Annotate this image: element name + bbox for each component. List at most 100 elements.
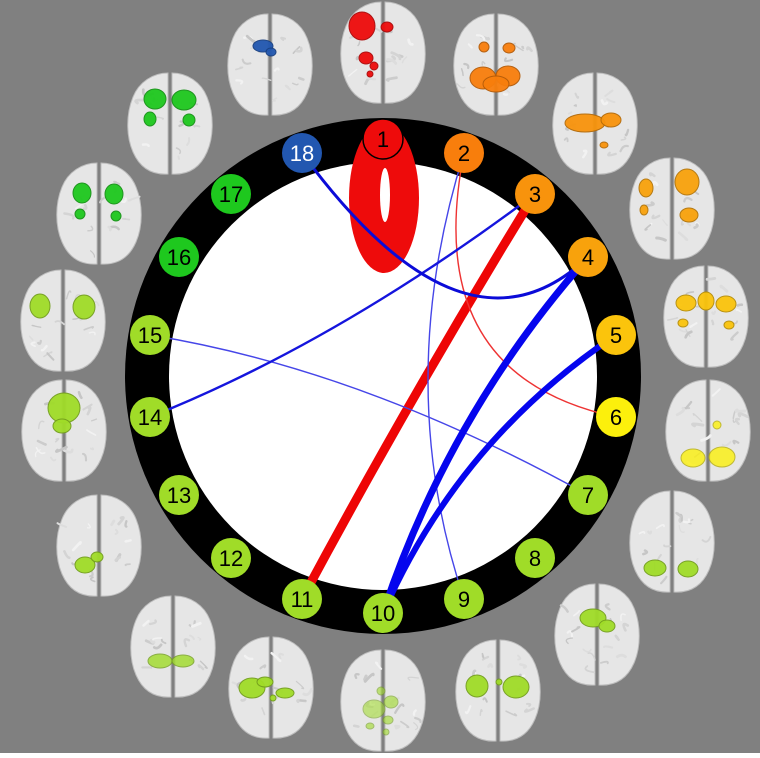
- activation-blob: [676, 295, 696, 311]
- gyrus-line: [664, 545, 670, 546]
- activation-blob: [183, 114, 195, 126]
- activation-blob: [367, 71, 373, 77]
- activation-blob: [48, 393, 80, 423]
- activation-blob: [73, 183, 91, 203]
- node-label-11: 11: [291, 587, 314, 612]
- gyrus-line: [693, 424, 703, 426]
- gyrus-line: [707, 278, 715, 279]
- node-9: 9: [444, 579, 484, 619]
- activation-blob: [479, 42, 489, 52]
- gyrus-line: [178, 157, 179, 159]
- activation-blob: [600, 142, 608, 148]
- gyrus-line: [482, 654, 483, 658]
- node-label-6: 6: [610, 405, 622, 430]
- activation-blob: [377, 687, 385, 695]
- activation-blob: [384, 696, 398, 708]
- node-8: 8: [515, 538, 555, 578]
- activation-blob: [105, 184, 123, 204]
- activation-blob: [363, 700, 385, 718]
- activation-blob: [172, 90, 196, 110]
- activation-blob: [381, 22, 393, 32]
- node-14: 14: [130, 397, 170, 437]
- activation-blob: [276, 688, 294, 698]
- activation-blob: [466, 675, 488, 697]
- activation-blob: [266, 48, 276, 56]
- gyrus-line: [648, 532, 651, 534]
- node-label-17: 17: [219, 182, 243, 207]
- activation-blob: [675, 169, 699, 195]
- node-label-1: 1: [377, 127, 389, 152]
- node-label-9: 9: [458, 587, 470, 612]
- activation-blob: [91, 552, 103, 562]
- activation-blob: [639, 179, 653, 197]
- gyrus-line: [522, 676, 524, 677]
- activation-blob: [53, 419, 71, 433]
- activation-blob: [680, 208, 698, 222]
- gyrus-line: [736, 410, 745, 411]
- activation-blob: [148, 654, 172, 668]
- gyrus-line: [112, 521, 114, 525]
- activation-blob: [503, 676, 529, 698]
- activation-blob: [144, 89, 166, 109]
- node-label-10: 10: [371, 601, 395, 626]
- activation-blob: [709, 447, 735, 467]
- activation-blob: [144, 112, 156, 126]
- gyrus-line: [650, 173, 654, 175]
- activation-blob: [601, 113, 621, 127]
- activation-blob: [496, 679, 502, 685]
- gyrus-line: [126, 521, 127, 526]
- activation-blob: [678, 319, 688, 327]
- node-6: 6: [596, 397, 636, 437]
- gyrus-line: [126, 540, 131, 541]
- node-label-18: 18: [290, 141, 314, 166]
- activation-blob: [640, 205, 648, 215]
- gyrus-line: [123, 219, 130, 220]
- gyrus-line: [617, 655, 625, 657]
- node-label-7: 7: [582, 483, 594, 508]
- activation-blob: [599, 620, 615, 632]
- node-label-16: 16: [167, 245, 191, 270]
- gyrus-line: [712, 321, 713, 325]
- activation-blob: [111, 211, 121, 221]
- node-12: 12: [211, 538, 251, 578]
- activation-blob: [565, 114, 605, 132]
- gyrus-line: [396, 726, 400, 728]
- node-2: 2: [444, 133, 484, 173]
- activation-blob: [383, 729, 389, 735]
- gyrus-line: [653, 182, 657, 185]
- activation-blob: [681, 449, 705, 467]
- gyrus-line: [143, 144, 149, 145]
- activation-blob: [270, 695, 276, 701]
- node-label-5: 5: [610, 323, 622, 348]
- self-loop-hole: [380, 168, 390, 222]
- node-label-3: 3: [529, 182, 541, 207]
- node-label-4: 4: [582, 245, 594, 270]
- activation-blob: [678, 561, 698, 577]
- node-3: 3: [515, 174, 555, 214]
- node-1: 1: [363, 119, 403, 159]
- activation-blob: [359, 52, 373, 64]
- node-15: 15: [130, 315, 170, 355]
- activation-blob: [698, 292, 714, 310]
- gyrus-line: [527, 48, 531, 51]
- activation-blob: [30, 294, 50, 318]
- activation-blob: [257, 677, 273, 687]
- node-13: 13: [159, 475, 199, 515]
- activation-blob: [75, 209, 85, 219]
- gyrus-line: [194, 126, 199, 127]
- node-11: 11: [282, 579, 322, 619]
- activation-blob: [483, 76, 509, 92]
- activation-blob: [716, 296, 736, 312]
- activation-blob: [370, 62, 378, 70]
- node-16: 16: [159, 237, 199, 277]
- gyrus-line: [299, 78, 303, 80]
- node-18: 18: [282, 133, 322, 173]
- activation-blob: [366, 723, 374, 729]
- node-label-8: 8: [529, 546, 541, 571]
- node-4: 4: [568, 237, 608, 277]
- node-5: 5: [596, 315, 636, 355]
- node-label-2: 2: [458, 141, 470, 166]
- node-10: 10: [363, 593, 403, 633]
